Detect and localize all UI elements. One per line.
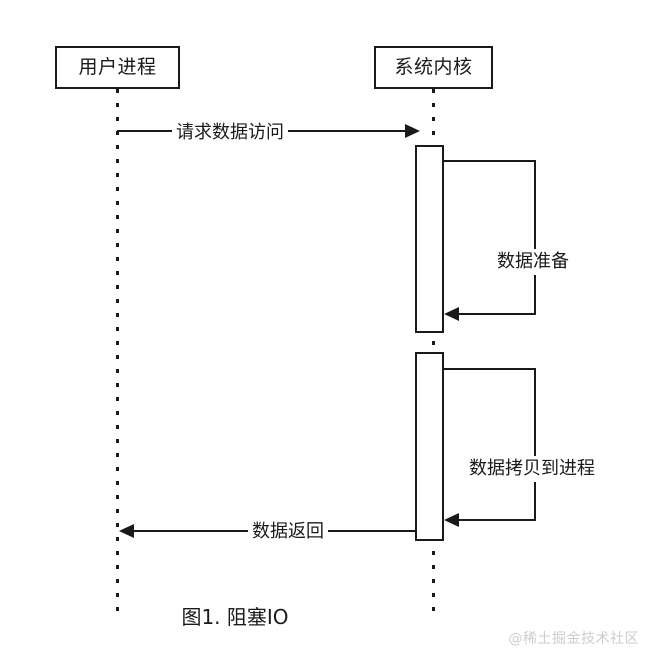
message-label-request: 请求数据访问 <box>172 122 288 144</box>
selfloop-right-line-prepare <box>534 160 536 315</box>
selfloop-arrowhead-copy <box>444 513 459 527</box>
selfloop-label-prepare: 数据准备 <box>492 249 574 275</box>
selfloop-top-line-copy <box>443 368 536 370</box>
selfloop-bottom-line-prepare <box>455 313 536 315</box>
selfloop-bottom-line-copy <box>455 519 536 521</box>
participant-box-user: 用户进程 <box>55 46 180 89</box>
watermark: @稀土掘金技术社区 <box>508 631 639 647</box>
activation-bar-kernel-2 <box>415 352 444 541</box>
message-arrowhead-return <box>119 524 134 538</box>
lifeline-user <box>116 89 119 619</box>
participant-label-user: 用户进程 <box>78 56 157 78</box>
message-label-return: 数据返回 <box>248 521 328 543</box>
figure-caption: 图1. 阻塞IO <box>181 605 289 629</box>
selfloop-label-copy: 数据拷贝到进程 <box>464 456 600 482</box>
selfloop-right-line-copy <box>534 368 536 521</box>
message-arrowhead-request <box>405 124 420 138</box>
activation-bar-kernel-1 <box>415 145 444 333</box>
selfloop-top-line-prepare <box>443 160 536 162</box>
participant-box-kernel: 系统内核 <box>374 46 493 89</box>
participant-label-kernel: 系统内核 <box>394 56 473 78</box>
selfloop-arrowhead-prepare <box>444 307 459 321</box>
